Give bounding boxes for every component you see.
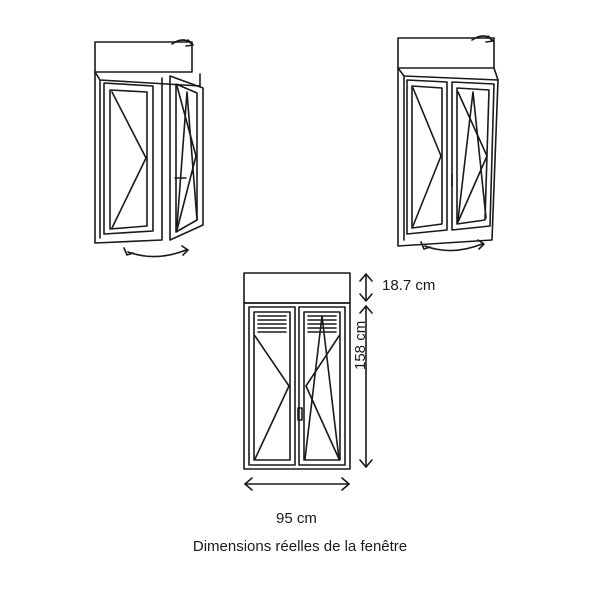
window-width-label: 95 cm (276, 510, 317, 527)
caption: Dimensions réelles de la fenêtre (192, 538, 408, 555)
shutter-box-height-label: 18.7 cm (382, 277, 436, 294)
window-height-label: 158 cm (352, 320, 369, 370)
